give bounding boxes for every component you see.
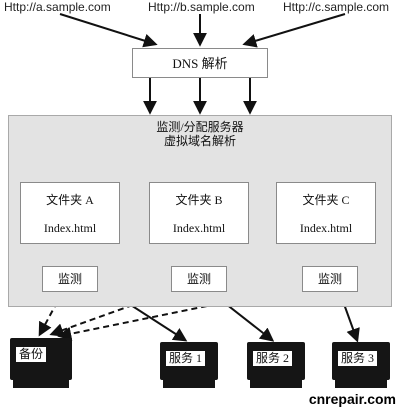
watermark: cnrepair.com — [308, 391, 396, 407]
folder-a-box: 文件夹 A Index.html — [20, 182, 120, 244]
monitor-b-box: 监测 — [171, 266, 227, 292]
server-1-monitor-stand — [163, 380, 215, 388]
folder-b-file: Index.html — [172, 221, 226, 235]
dispatch-line-2: 虚拟域名解析 — [163, 134, 236, 148]
folder-c-name: 文件夹 C — [302, 193, 350, 207]
folder-b-box: 文件夹 B Index.html — [149, 182, 249, 244]
dispatch-line-1: 监测/分配服务器 — [156, 120, 244, 134]
folder-b-name: 文件夹 B — [175, 193, 223, 207]
server-3-monitor-icon: 服务 3 — [332, 342, 390, 380]
folder-a-file: Index.html — [43, 221, 97, 235]
client-url-b: Http://b.sample.com — [148, 0, 255, 14]
folder-a-name: 文件夹 A — [46, 193, 94, 207]
folder-c-file: Index.html — [299, 221, 353, 235]
folder-c-box: 文件夹 C Index.html — [276, 182, 376, 244]
server-1-label: 服务 1 — [166, 351, 206, 366]
server-3-label: 服务 3 — [338, 351, 378, 366]
server-1-computer: 服务 1 — [160, 342, 218, 388]
client-url-a: Http://a.sample.com — [4, 0, 111, 14]
dns-box: DNS 解析 — [132, 48, 268, 78]
backup-server-label: 备份 — [16, 347, 47, 362]
backup-monitor-icon: 备份 — [10, 338, 72, 380]
server-2-label: 服务 2 — [253, 351, 293, 366]
dashed-arrow-monitor-a-to-backup — [38, 292, 63, 337]
client-url-c: Http://c.sample.com — [283, 0, 390, 14]
dispatch-server-label: 监测/分配服务器 虚拟域名解析 — [120, 118, 280, 152]
monitor-a-box: 监测 — [42, 266, 98, 292]
server-2-monitor-icon: 服务 2 — [247, 342, 305, 380]
server-2-monitor-stand — [250, 380, 302, 388]
backup-monitor-stand — [13, 380, 69, 388]
backup-server-computer: 备份 — [10, 338, 72, 388]
monitor-c-box: 监测 — [302, 266, 358, 292]
server-2-computer: 服务 2 — [247, 342, 305, 388]
arrow-url-a-to-dns — [59, 13, 158, 48]
server-3-computer: 服务 3 — [332, 342, 390, 388]
server-1-monitor-icon: 服务 1 — [160, 342, 218, 380]
server-3-monitor-stand — [335, 380, 387, 388]
arrow-url-c-to-dns — [242, 13, 346, 48]
